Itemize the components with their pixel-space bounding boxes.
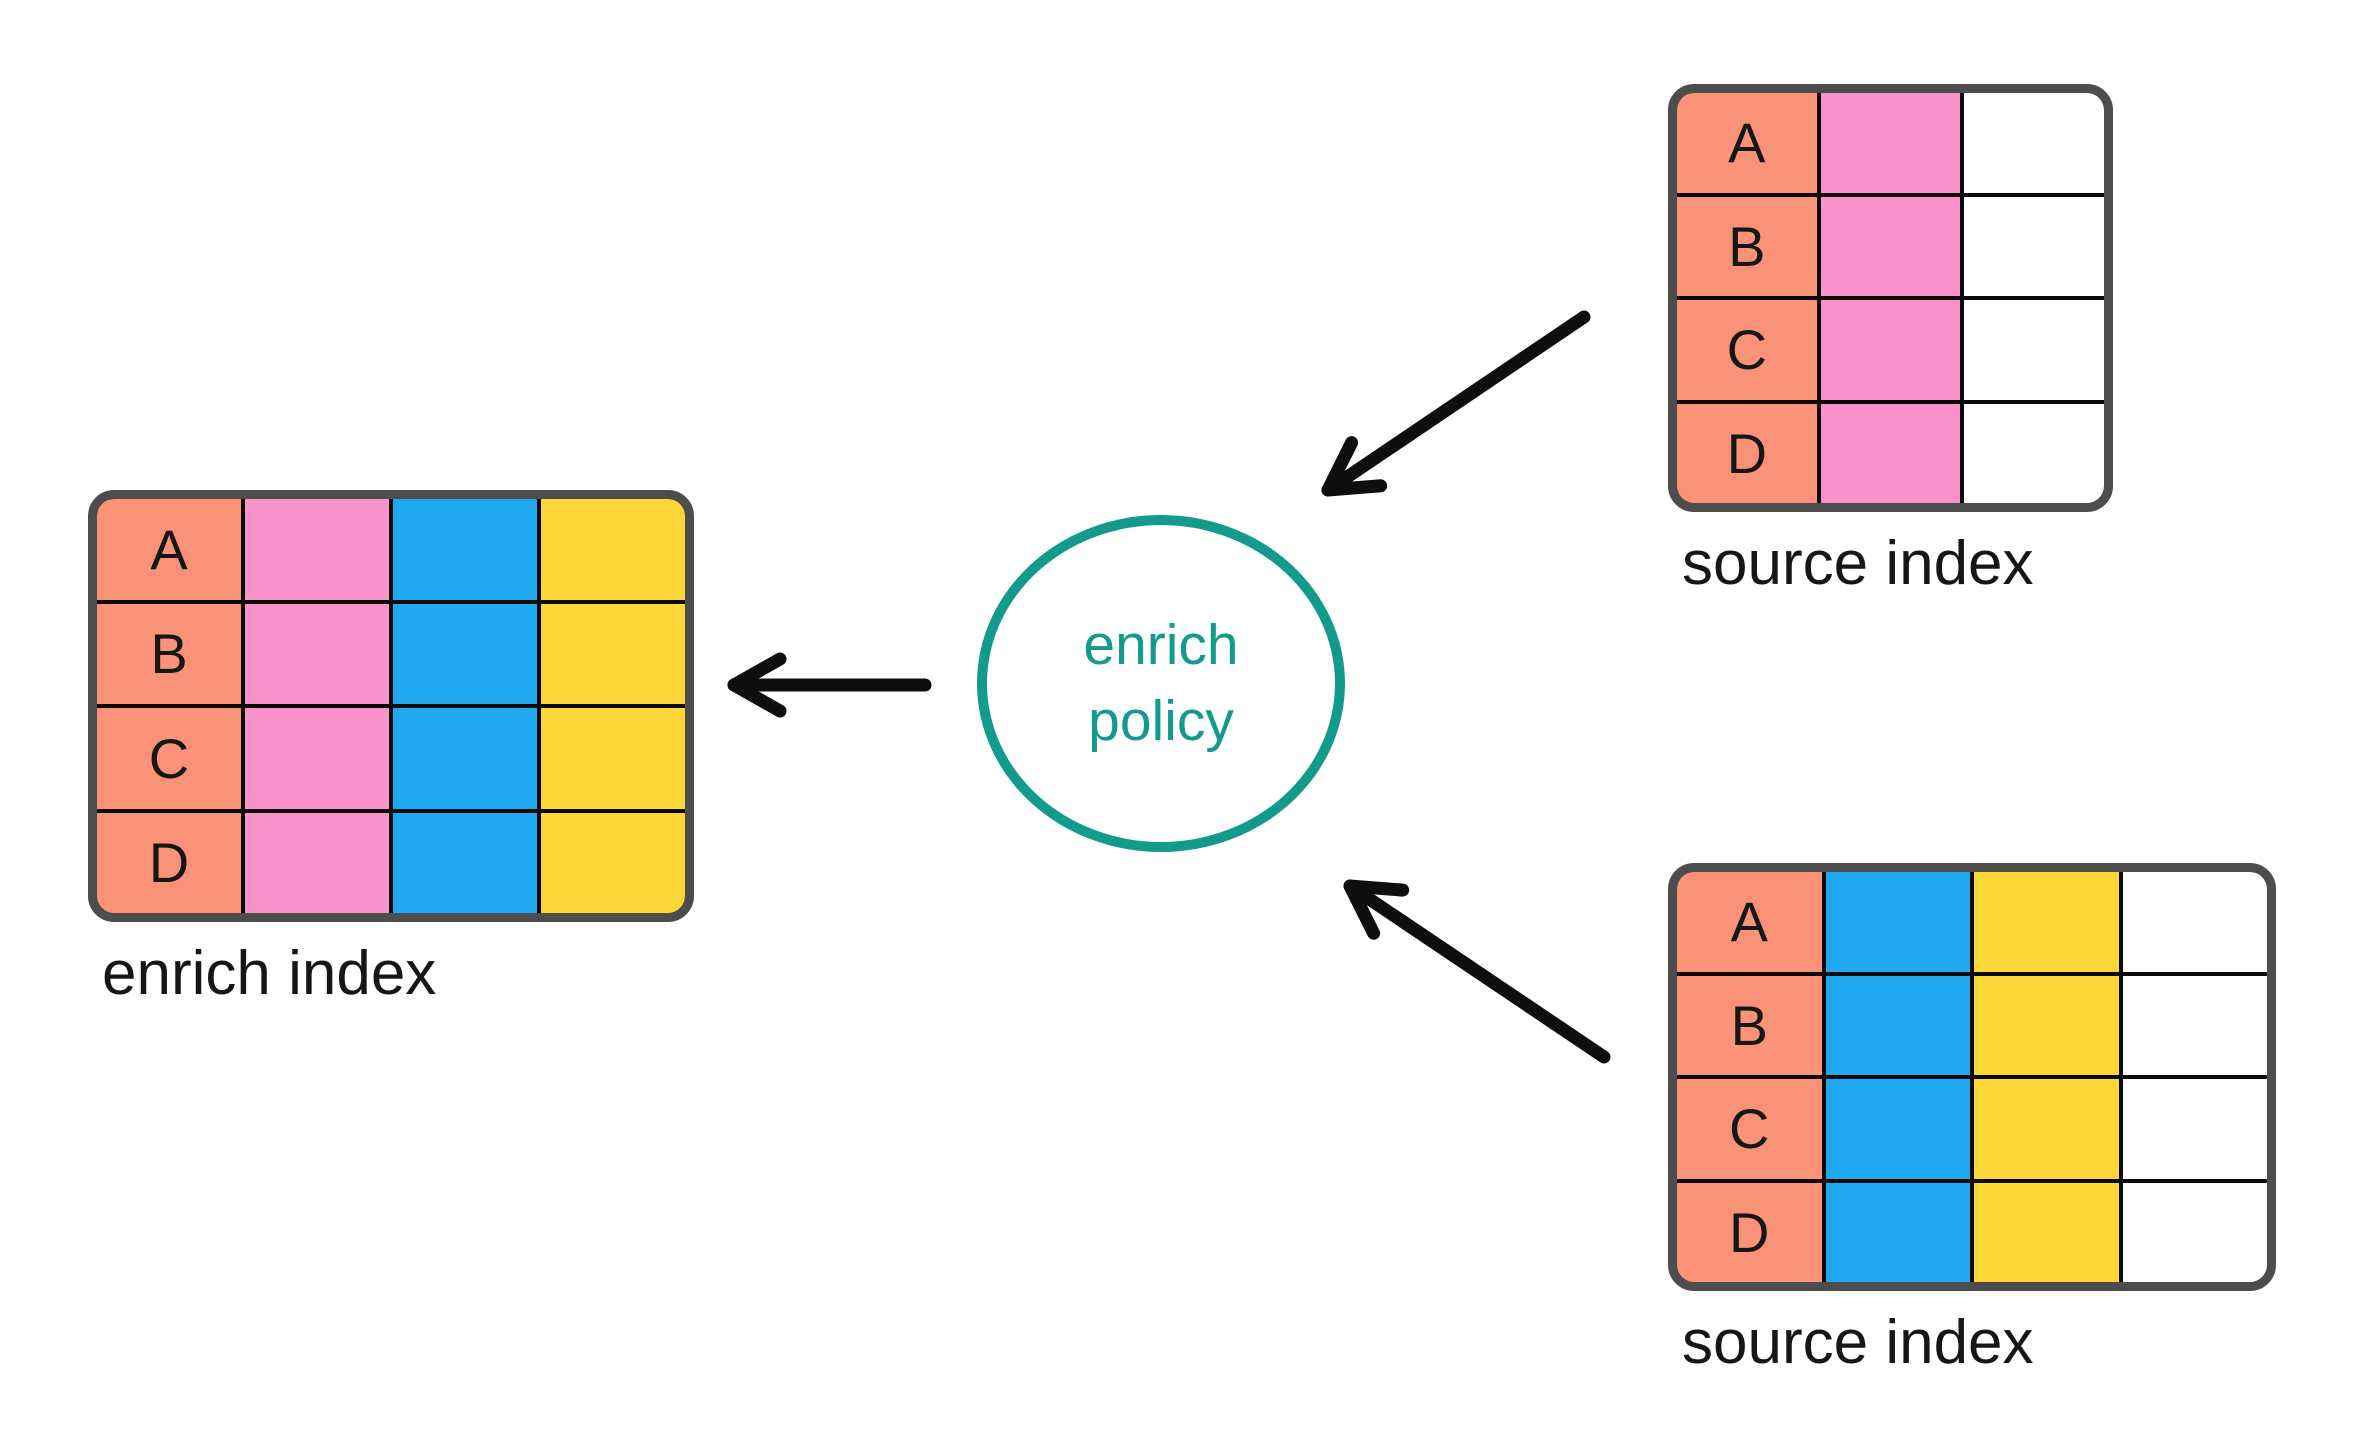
- source-index-top-cell-b-col3: [1964, 196, 2104, 296]
- source-index-top-cell-c-col2: [1820, 300, 1961, 400]
- source-index-bottom-row-key-d: D: [1677, 1182, 1822, 1282]
- arrow-source-top-to-policy: [1321, 310, 1591, 497]
- enrich-policy-node: enrich policy: [977, 515, 1345, 852]
- enrich-index-row-key-a: A: [97, 499, 241, 600]
- enrich-index-row-key-d: D: [97, 812, 241, 913]
- enrich-index-cell-d-col3: [393, 812, 537, 913]
- source-index-bottom-cell-b-col4: [2122, 975, 2267, 1075]
- enrich-index-cell-c-col4: [541, 708, 685, 809]
- enrich-index-cell-a-col4: [541, 499, 685, 600]
- enrich-index-cell-d-col4: [541, 812, 685, 913]
- enrich-index-cell-b-col4: [541, 603, 685, 704]
- source-index-top-cell-d-col2: [1820, 403, 1961, 503]
- source-index-bottom-cell-d-col2: [1825, 1182, 1970, 1282]
- enrich-policy-label-line1: enrich: [1083, 612, 1239, 677]
- source-index-top-label: source index: [1682, 529, 2034, 598]
- source-index-top-cell-d-col3: [1964, 403, 2104, 503]
- source-index-bottom-row-key-a: A: [1677, 872, 1822, 972]
- source-index-bottom-cell-a-col3: [1974, 872, 2119, 972]
- source-index-bottom-cell-d-col4: [2122, 1182, 2267, 1282]
- source-index-bottom-cell-c-col2: [1825, 1079, 1970, 1179]
- source-index-top-row-key-b: B: [1677, 196, 1817, 296]
- enrich-index-cell-c-col3: [393, 708, 537, 809]
- enrich-index-cell-b-col2: [245, 603, 389, 704]
- source-index-bottom-cell-b-col3: [1974, 975, 2119, 1075]
- source-index-top-row-key-d: D: [1677, 403, 1817, 503]
- arrow-source-bottom-to-policy: [1343, 879, 1611, 1064]
- source-index-bottom-cell-a-col2: [1825, 872, 1970, 972]
- source-index-top-cell-a-col2: [1820, 93, 1961, 193]
- source-index-top-cell-c-col3: [1964, 300, 2104, 400]
- source-index-bottom-label: source index: [1682, 1308, 2034, 1377]
- enrich-index-cell-a-col2: [245, 499, 389, 600]
- source-index-top-cell-a-col3: [1964, 93, 2104, 193]
- source-index-top-cell-b-col2: [1820, 196, 1961, 296]
- source-index-bottom-cell-a-col4: [2122, 872, 2267, 972]
- enrich-index-cell-c-col2: [245, 708, 389, 809]
- source-index-bottom-cell-d-col3: [1974, 1182, 2119, 1282]
- source-index-top-row-key-c: C: [1677, 300, 1817, 400]
- source-index-top-row-key-a: A: [1677, 93, 1817, 193]
- source-index-bottom-cell-b-col2: [1825, 975, 1970, 1075]
- enrich-index-cell-a-col3: [393, 499, 537, 600]
- source-index-bottom-row-key-b: B: [1677, 975, 1822, 1075]
- source-index-bottom-row-key-c: C: [1677, 1079, 1822, 1179]
- enrich-index-row-key-c: C: [97, 708, 241, 809]
- source-index-bottom-cell-c-col3: [1974, 1079, 2119, 1179]
- source-index-bottom-cell-c-col4: [2122, 1079, 2267, 1179]
- enrich-index-label: enrich index: [102, 939, 437, 1008]
- enrich-index-row-key-b: B: [97, 603, 241, 704]
- enrich-index-cell-d-col2: [245, 812, 389, 913]
- enrich-policy-label-line2: policy: [1088, 688, 1234, 753]
- enrich-index-cell-b-col3: [393, 603, 537, 704]
